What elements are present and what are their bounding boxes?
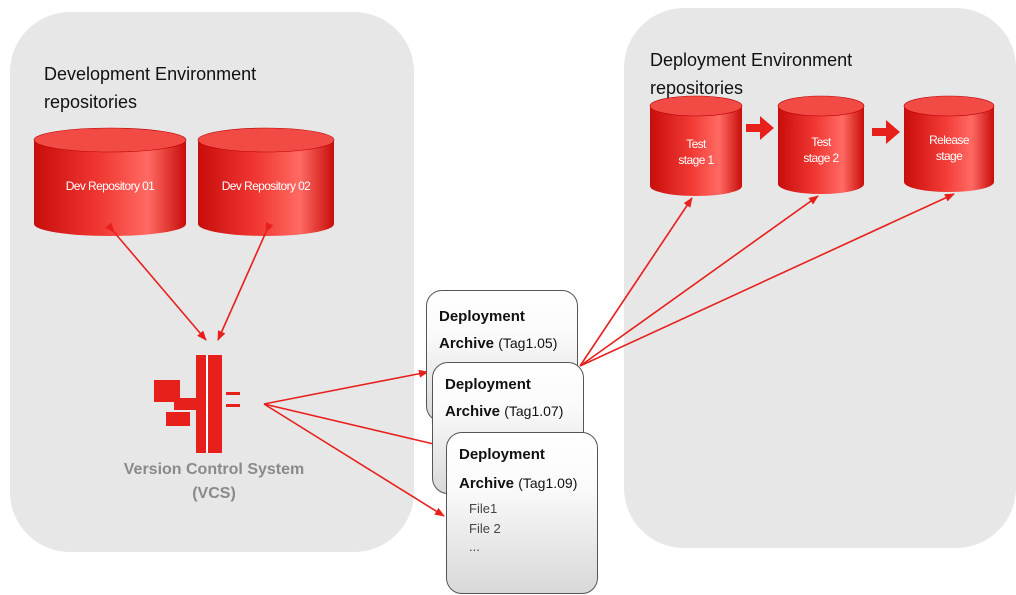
dev-env-title: Development Environment repositories [44, 60, 304, 116]
test-stage-1-line2: stage 1 [678, 153, 714, 167]
archive-3-label: Archive [459, 475, 515, 492]
test-stage-2-label: Test stage 2 [778, 134, 864, 166]
release-stage-line1: Release [929, 133, 969, 147]
vcs-label: Version Control System (VCS) [84, 458, 344, 506]
archive-1-label-line: Archive (Tag1.05) [439, 333, 557, 354]
dev-env-title-line2: repositories [44, 92, 138, 112]
archive-1-label: Archive [439, 335, 495, 352]
archive-3-label-line: Archive (Tag1.09) [459, 473, 577, 494]
release-stage-line2: stage [935, 149, 963, 163]
archive-3-file-more: ... [469, 539, 480, 554]
test-stage-2-line2: stage 2 [803, 151, 839, 165]
deployment-archive-3[interactable]: Deployment Archive (Tag1.09) File1 File … [446, 432, 598, 594]
archive-1-title: Deployment [439, 308, 525, 325]
stage-2-to-release-arrow-icon [872, 120, 900, 144]
archive-stage-1-arrow [579, 197, 693, 367]
archive-3-title: Deployment [459, 446, 545, 463]
dev-repo-02-vcs-arrow [217, 222, 274, 341]
development-environment-panel [10, 12, 414, 552]
vcs-label-line2: (VCS) [192, 485, 236, 502]
dev-repo-01-vcs-arrow [105, 222, 207, 341]
test-stage-2-line1: Test [811, 135, 831, 149]
vcs-archive-1-arrow [263, 369, 429, 405]
database-cylinder-icon [33, 127, 187, 236]
deploy-env-title-line1: Deployment Environment [650, 50, 853, 70]
release-stage-label: Release stage [904, 132, 994, 164]
archive-2-tag: Tag1.07) [508, 403, 564, 419]
vcs-archive-2-arrow [263, 403, 443, 448]
release-stage[interactable]: Release stage [903, 95, 995, 194]
database-cylinder-icon [197, 127, 335, 236]
test-stage-1-label: Test stage 1 [650, 136, 742, 168]
archive-3-tag: Tag1.09) [522, 475, 578, 491]
test-stage-1[interactable]: Test stage 1 [649, 95, 743, 198]
database-cylinder-icon [903, 95, 995, 192]
test-stage-1-line1: Test [686, 137, 706, 151]
archive-1-tag-open: ( [498, 335, 503, 351]
archive-3-file-1: File1 [469, 501, 498, 516]
archive-1-tag: Tag1.05) [502, 335, 558, 351]
archive-2-tag-open: ( [504, 403, 509, 419]
vcs-label-line1: Version Control System [123, 461, 305, 478]
archive-3-file-2: File 2 [469, 521, 501, 536]
deploy-env-title-line2: repositories [650, 78, 744, 98]
dev-repository-01[interactable]: Dev Repository 01 [33, 127, 187, 238]
deploy-env-title: Deployment Environment repositories [650, 46, 910, 102]
archive-2-title: Deployment [445, 376, 531, 393]
vcs-archive-3-arrow [263, 403, 445, 517]
test-stage-2[interactable]: Test stage 2 [777, 95, 865, 196]
archive-release-arrow [579, 193, 955, 367]
database-cylinder-icon [649, 95, 743, 196]
dev-repository-02[interactable]: Dev Repository 02 [197, 127, 335, 238]
archive-2-label-line: Archive (Tag1.07) [445, 401, 563, 422]
vcs-server-icon [154, 355, 240, 453]
dev-env-title-line1: Development Environment [44, 64, 257, 84]
archive-stage-2-arrow [579, 195, 819, 367]
dev-repository-02-label: Dev Repository 02 [221, 179, 311, 193]
database-cylinder-icon [777, 95, 865, 194]
archive-3-tag-open: ( [518, 475, 523, 491]
dev-repository-01-label: Dev Repository 01 [65, 179, 155, 193]
archive-2-label: Archive [445, 403, 501, 420]
stage-1-to-2-arrow-icon [746, 116, 774, 140]
